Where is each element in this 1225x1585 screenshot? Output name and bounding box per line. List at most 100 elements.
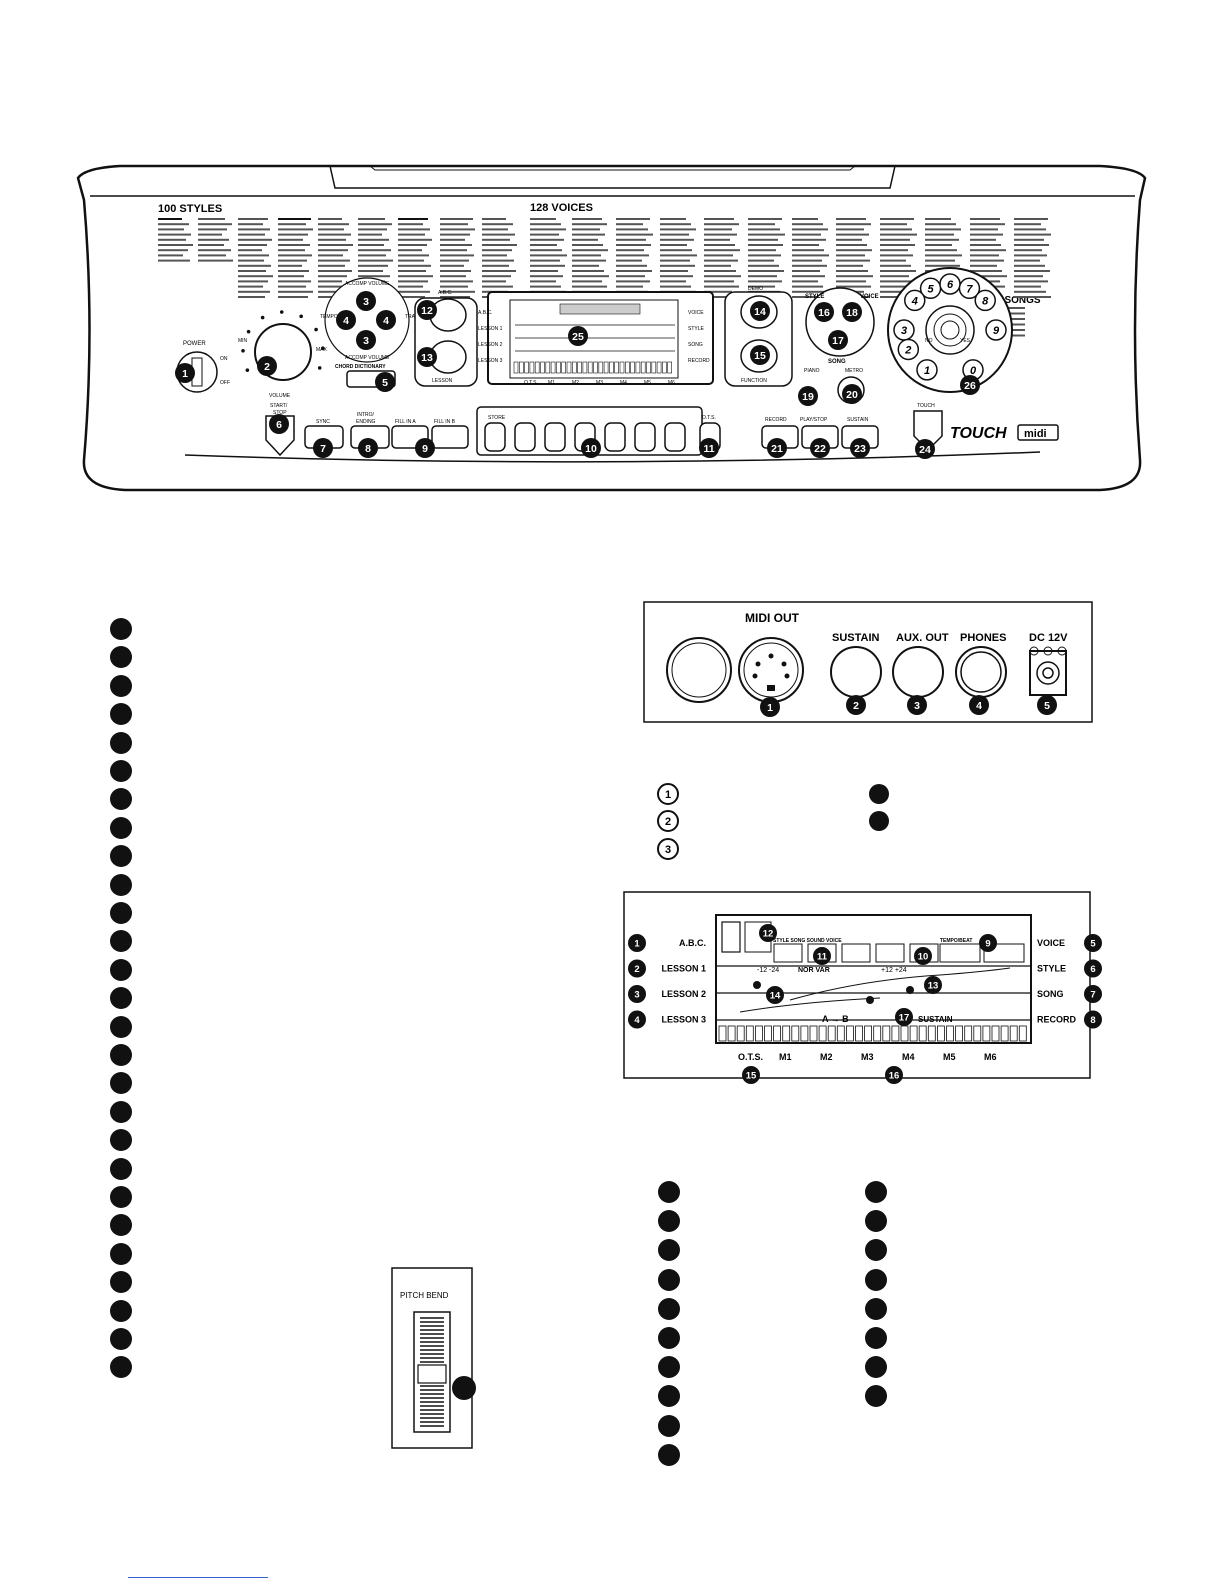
power-off-label: OFF <box>220 380 230 386</box>
panel-callout-22: 21 <box>767 438 787 458</box>
memory-button-1[interactable] <box>484 422 506 452</box>
phones-jack[interactable] <box>955 646 1007 698</box>
digit-key-9[interactable] <box>985 319 1007 341</box>
svg-text:2: 2 <box>634 964 639 975</box>
play-stop-label: PLAY/STOP <box>800 417 828 423</box>
svg-text:3: 3 <box>363 335 369 347</box>
lcd-bottom-label-6: M6 <box>984 1052 997 1062</box>
lcd-inner-callout-9: 9 <box>979 934 997 952</box>
pitch-bend-wheel[interactable] <box>417 1317 447 1427</box>
lcd-right-label-1: STYLE <box>1037 964 1066 974</box>
panel-callout-14: 13 <box>417 347 437 367</box>
panel-callout-4: 3 <box>356 330 376 350</box>
lcd-range-a: -12 -24 <box>757 967 779 974</box>
left-legend-bullet <box>110 703 132 726</box>
mini-lcd-right-0: VOICE <box>688 310 704 316</box>
mini-lcd-bottom-2: M2 <box>572 380 579 386</box>
svg-text:11: 11 <box>703 443 714 455</box>
midi-in-jack[interactable] <box>666 637 732 703</box>
svg-text:21: 21 <box>771 443 783 455</box>
panel-callout-12: 11 <box>699 438 719 458</box>
svg-text:5: 5 <box>382 377 388 389</box>
left-legend-bullet <box>110 731 132 754</box>
svg-text:3: 3 <box>665 844 671 856</box>
memory-button-2[interactable] <box>514 422 536 452</box>
svg-text:17: 17 <box>899 1012 910 1023</box>
digit-key-1[interactable] <box>916 359 938 381</box>
memory-button-6[interactable] <box>634 422 656 452</box>
mini-lcd-left-2: LESSON 2 <box>478 342 503 348</box>
dc-label: DC 12V <box>1029 632 1068 644</box>
panel-callout-21: 20 <box>842 384 862 404</box>
mini-lcd-left-0: A.B.C. <box>478 310 492 316</box>
digit-key-7[interactable] <box>958 277 981 300</box>
panel-top-tab <box>369 165 856 171</box>
panel-callout-23: 22 <box>810 438 830 458</box>
lcd-left-label-1: LESSON 1 <box>661 964 706 974</box>
memory-buttons[interactable] <box>484 422 686 452</box>
rear-legend-4 <box>869 784 889 804</box>
intro-label-1: INTRO/ <box>357 412 375 418</box>
memory-button-7[interactable] <box>664 422 686 452</box>
mini-lcd-right-1: STYLE <box>688 326 705 332</box>
svg-text:20: 20 <box>846 389 858 401</box>
left-legend-bullet <box>110 788 132 811</box>
sustain-jack[interactable] <box>830 646 882 698</box>
lcd-bottom-label-3: M3 <box>861 1052 874 1062</box>
svg-text:3: 3 <box>363 296 369 308</box>
record-label: RECORD <box>765 417 787 423</box>
lcd-legend-bullet-right <box>865 1268 887 1291</box>
digit-label-5: 5 <box>927 283 934 295</box>
svg-text:4: 4 <box>343 315 349 327</box>
panel-callout-6: 5 <box>375 372 395 392</box>
accomp-tempo-cross[interactable] <box>324 277 410 363</box>
fill-b-button[interactable] <box>431 425 469 449</box>
panel-callout-1: 2 <box>257 356 277 376</box>
lcd-left-callout-4: 4 <box>628 1010 646 1029</box>
midi-pins <box>752 653 790 691</box>
svg-text:8: 8 <box>365 443 371 455</box>
lcd-legend-bullet-left <box>658 1385 680 1408</box>
digit-key-4[interactable] <box>904 289 926 312</box>
memory-button-3[interactable] <box>544 422 566 452</box>
lcd-legend-bullet-right <box>865 1356 887 1379</box>
style-label: STYLE <box>805 294 824 300</box>
svg-text:25: 25 <box>572 331 584 343</box>
lcd-inner-callout-11: 11 <box>813 947 831 965</box>
rear-panel-frame <box>643 601 1093 723</box>
left-legend-bullet <box>110 987 132 1010</box>
digit-label-3: 3 <box>901 325 907 337</box>
yes-no-wheel[interactable] <box>925 305 975 355</box>
svg-text:9: 9 <box>422 443 428 455</box>
digit-key-2[interactable] <box>897 338 920 361</box>
svg-text:10: 10 <box>585 443 597 455</box>
rear-callout-4: 4 <box>969 695 989 715</box>
volume-label: VOLUME <box>269 393 291 399</box>
rear-legend: 123 <box>657 783 889 860</box>
aux-out-jack[interactable] <box>892 646 944 698</box>
svg-text:6: 6 <box>1090 964 1095 975</box>
lcd-legend-bullet-right <box>865 1297 887 1320</box>
svg-text:16: 16 <box>818 307 830 319</box>
lcd-right-callout-5: 5 <box>1084 934 1102 952</box>
digit-key-8[interactable] <box>974 289 996 312</box>
power-on-label: ON <box>220 356 228 362</box>
start-stop-label-1: START/ <box>270 403 288 409</box>
svg-text:11: 11 <box>817 951 827 962</box>
svg-text:26: 26 <box>964 380 976 392</box>
left-legend-bullet <box>110 1100 132 1123</box>
midi-out-jack[interactable] <box>738 637 804 703</box>
left-legend-bullet <box>110 1044 132 1066</box>
svg-text:23: 23 <box>854 443 866 455</box>
svg-text:14: 14 <box>770 990 781 1001</box>
volume-scale-dots <box>241 310 325 372</box>
lcd-top-segment-right: TEMPO/BEAT <box>940 938 972 944</box>
dc-jack[interactable] <box>1029 650 1067 696</box>
left-legend-bullet <box>110 1242 132 1265</box>
memory-button-5[interactable] <box>604 422 626 452</box>
panel-callout-2: 3 <box>356 291 376 311</box>
left-legend-bullet <box>110 646 132 669</box>
